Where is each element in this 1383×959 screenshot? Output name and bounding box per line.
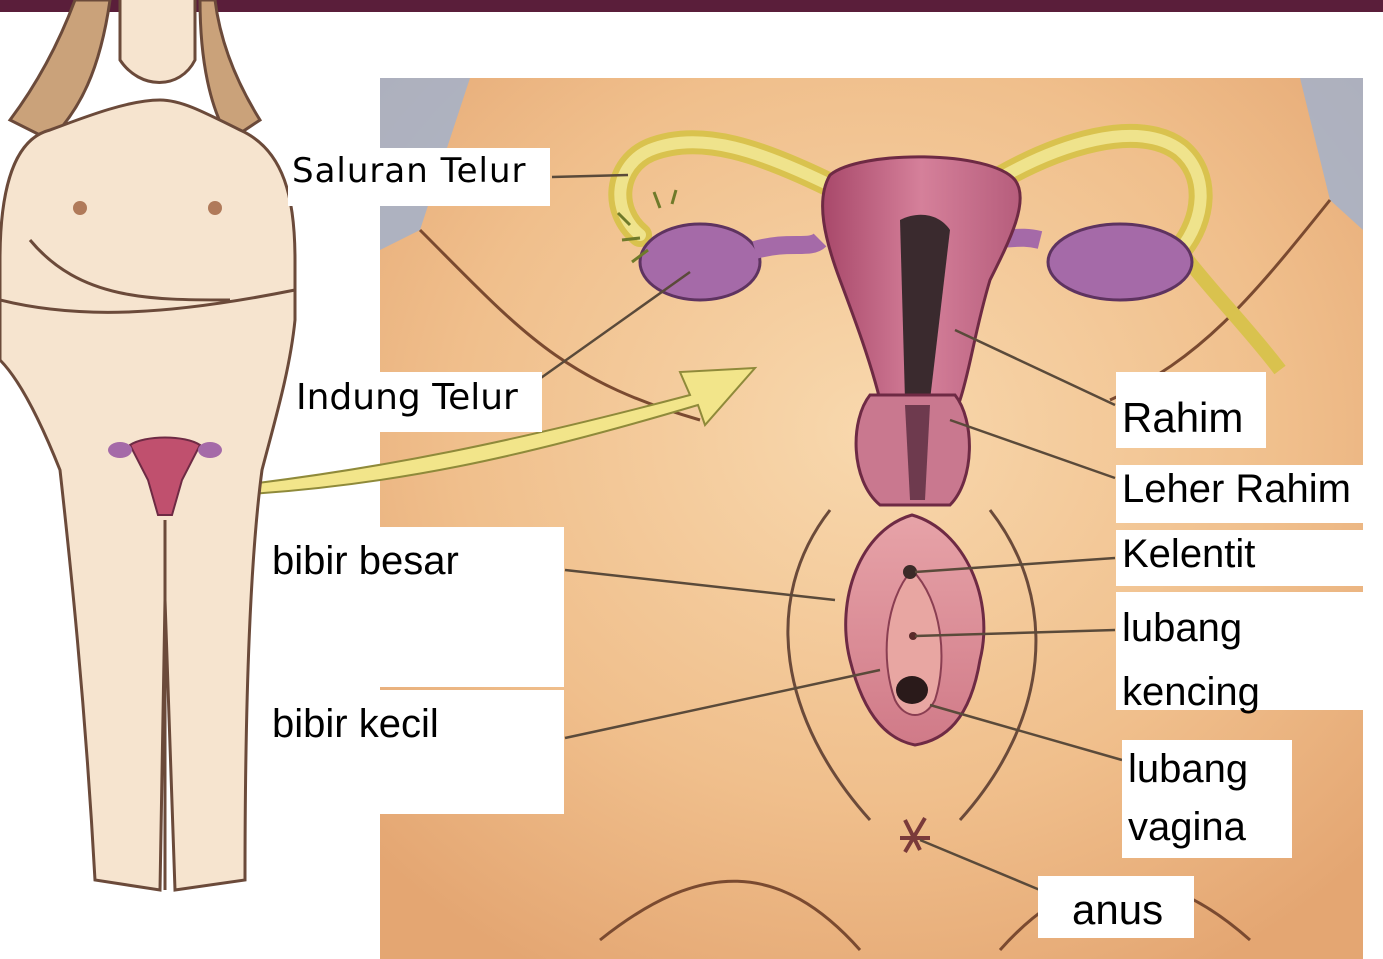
label-lubang-kencing: lubang kencing xyxy=(1116,592,1366,710)
label-lubang-vagina: lubang vagina xyxy=(1122,740,1292,858)
neck xyxy=(120,0,195,83)
ovary-left-lobe xyxy=(755,240,820,250)
label-leher-rahim: Leher Rahim xyxy=(1116,465,1376,523)
mini-ovary-left xyxy=(108,442,132,458)
label-indung-telur: Indung Telur xyxy=(292,372,542,432)
mini-ovary-right xyxy=(198,442,222,458)
nipple-right xyxy=(208,201,222,215)
ovary-left xyxy=(640,224,760,300)
label-bibir-kecil: bibir kecil xyxy=(268,690,564,814)
label-rahim: Rahim xyxy=(1116,372,1266,448)
label-anus: anus xyxy=(1038,876,1194,938)
label-bibir-besar: bibir besar xyxy=(268,527,564,687)
label-kelentit: Kelentit xyxy=(1116,530,1366,586)
nipple-left xyxy=(73,201,87,215)
label-saluran-telur: Saluran Telur xyxy=(288,148,550,206)
clitoris xyxy=(903,565,917,579)
vaginal-opening xyxy=(896,676,928,704)
torso xyxy=(0,100,295,890)
ovary-right xyxy=(1048,224,1192,300)
